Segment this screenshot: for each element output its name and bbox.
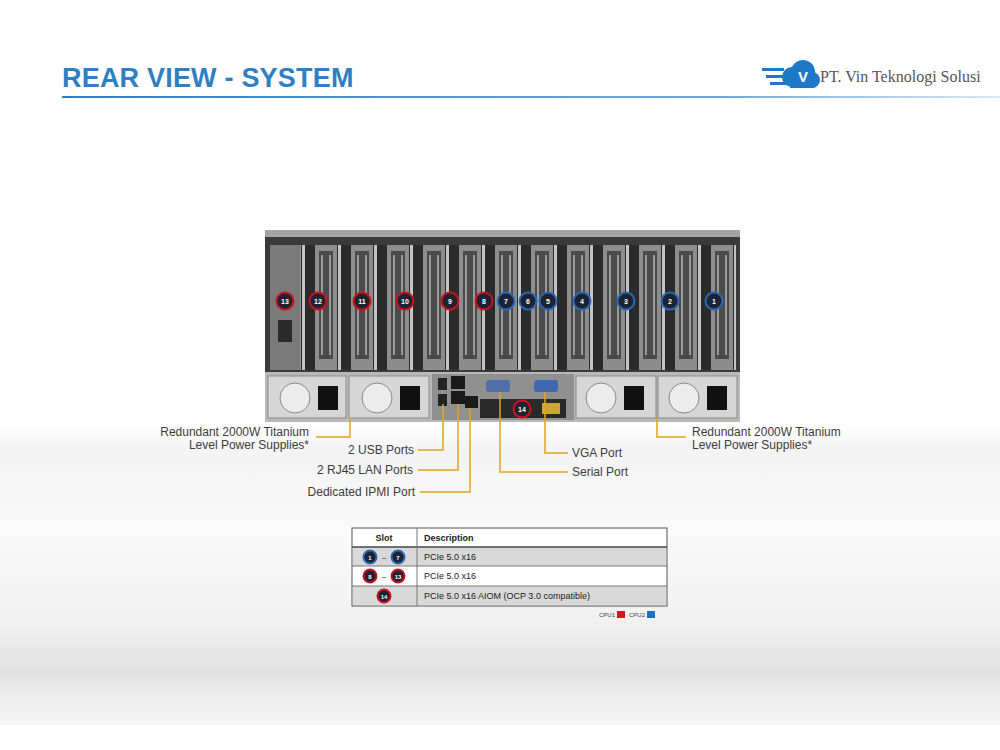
power-socket xyxy=(624,386,644,410)
power-socket xyxy=(400,386,420,410)
power-supply xyxy=(349,376,429,418)
usb-port xyxy=(438,378,447,390)
title-rule xyxy=(62,96,1000,98)
power-supply xyxy=(576,376,656,418)
aiom-card xyxy=(480,399,566,418)
pcie-slots xyxy=(270,245,736,370)
table-header: Description xyxy=(424,533,474,543)
table-cell: PCIe 5.0 x16 AIOM (OCP 3.0 compatible) xyxy=(424,591,590,601)
psu-fan xyxy=(669,383,699,413)
callout-number: 10 xyxy=(396,292,415,311)
part-label: Serial Port xyxy=(572,466,628,479)
rj45-port xyxy=(451,376,465,389)
rj45-port xyxy=(451,391,465,404)
table-dash: – xyxy=(382,572,386,581)
callout-number: 2 xyxy=(661,292,680,311)
callout-number: 14 xyxy=(513,400,532,419)
logo-icon xyxy=(762,60,820,88)
callout-number: 12 xyxy=(309,292,328,311)
table-row xyxy=(353,547,666,566)
psu-fan xyxy=(362,383,392,413)
callout-number: 6 xyxy=(519,292,538,311)
callout-number: 13 xyxy=(276,292,295,311)
callout-number: 9 xyxy=(441,292,460,311)
table-cell: PCIe 5.0 x16 xyxy=(424,571,476,581)
legend-swatch xyxy=(647,611,655,618)
leader-line xyxy=(418,404,458,470)
part-label: Redundant 2000W Titanium Level Power Sup… xyxy=(157,426,309,452)
leader-line xyxy=(418,404,443,450)
table-header: Slot xyxy=(376,533,393,543)
part-label: 2 USB Ports xyxy=(348,444,414,457)
psu-fan xyxy=(586,383,616,413)
table-rule xyxy=(352,586,667,587)
legend-text: CPU2 xyxy=(629,612,645,618)
power-socket xyxy=(318,386,338,410)
vga-connector xyxy=(534,380,558,392)
callout-number: 3 xyxy=(617,292,636,311)
table-frame xyxy=(352,528,667,606)
table-callout: 13 xyxy=(391,569,406,584)
callout-number: 4 xyxy=(573,292,592,311)
slot-bracket xyxy=(270,245,300,370)
chassis-lid xyxy=(265,230,740,238)
callout-number: 1 xyxy=(705,292,724,311)
logo-letter: V xyxy=(798,68,808,85)
table-cell: PCIe 5.0 x16 xyxy=(424,552,476,562)
table-callout: 14 xyxy=(377,589,392,604)
table-rule xyxy=(352,546,667,548)
callout-number: 5 xyxy=(539,292,558,311)
server-chassis xyxy=(265,230,740,422)
io-panel xyxy=(432,374,574,420)
leader-line xyxy=(420,408,470,492)
serial-connector xyxy=(486,380,510,392)
chassis-body xyxy=(265,237,740,373)
rear-panel xyxy=(265,372,740,422)
part-label: VGA Port xyxy=(572,447,622,460)
table-callout: 8 xyxy=(363,569,378,584)
part-label: Redundant 2000W Titanium Level Power Sup… xyxy=(692,426,844,452)
table-dash: – xyxy=(382,553,386,562)
leader-line xyxy=(657,418,686,437)
ipmi-port xyxy=(465,396,478,408)
callout-number: 8 xyxy=(475,292,494,311)
power-socket xyxy=(707,386,727,410)
leader-line xyxy=(545,392,568,453)
table-rule xyxy=(352,566,667,567)
part-label: 2 RJ45 LAN Ports xyxy=(317,464,413,477)
table-row xyxy=(353,586,666,605)
legend-swatch xyxy=(617,611,625,618)
callout-number: 11 xyxy=(353,292,372,311)
slot-port xyxy=(278,320,292,342)
page-title: REAR VIEW - SYSTEM xyxy=(62,63,354,94)
power-supply xyxy=(658,376,737,418)
company-name: PT. Vin Teknologi Solusi xyxy=(820,68,981,86)
table-callout: 7 xyxy=(391,550,406,565)
table-rule xyxy=(417,528,418,606)
leader-line xyxy=(316,418,350,437)
part-label: Dedicated IPMI Port xyxy=(308,486,415,499)
leader-line xyxy=(500,392,568,472)
power-supply xyxy=(268,376,346,418)
table-callout: 1 xyxy=(363,550,378,565)
legend-text: CPU1 xyxy=(599,612,615,618)
psu-fan xyxy=(280,383,310,413)
callout-number: 7 xyxy=(497,292,516,311)
leader-lines xyxy=(316,392,686,492)
slot-table xyxy=(352,528,667,606)
